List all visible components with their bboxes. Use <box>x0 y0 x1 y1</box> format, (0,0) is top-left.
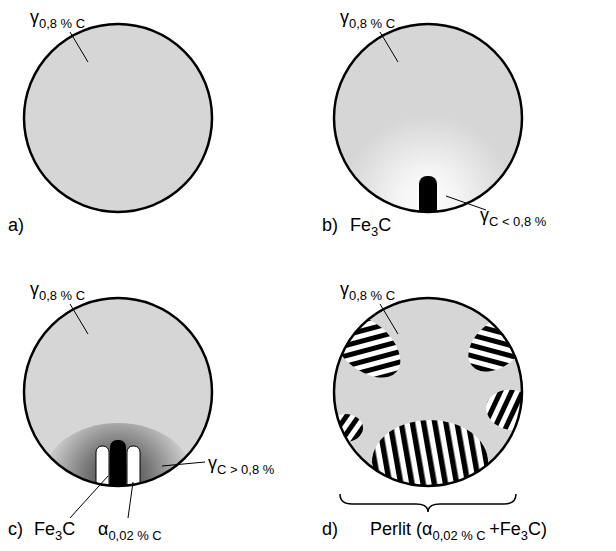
text-run: +F <box>489 519 511 539</box>
subscript: 0,02 % C <box>108 528 161 543</box>
text-run: C) <box>528 519 547 539</box>
subfigure-letter: a) <box>8 214 24 236</box>
text-run: α <box>98 519 108 539</box>
leader-line <box>128 482 133 518</box>
phase-label: α0,02 % C <box>98 518 162 542</box>
austenite-grain <box>334 24 522 226</box>
text-run: γ <box>340 279 349 299</box>
phase-label: γ0,8 % C <box>340 278 395 302</box>
text-run: F <box>34 519 45 539</box>
grain-boundary <box>24 298 212 486</box>
text-run: F <box>350 215 361 235</box>
text-run: γ <box>30 7 39 27</box>
subscript: 0,8 % C <box>39 16 85 31</box>
text-run: d) <box>322 519 338 539</box>
austenite-grain <box>24 24 212 212</box>
subscript: C > 0,8 % <box>217 462 274 477</box>
phase-label: γ0,8 % C <box>340 6 395 30</box>
subscript: 3 <box>371 224 378 239</box>
grain-boundary <box>334 24 522 212</box>
curly-bracket <box>340 494 516 512</box>
text-run: γ <box>340 7 349 27</box>
subscript: 0,02 % C <box>432 528 489 543</box>
text-run: b) <box>322 215 338 235</box>
phase-label: γC < 0,8 % <box>480 204 546 228</box>
pearlite-grain <box>320 298 541 504</box>
text-run: e <box>511 519 521 539</box>
leader-line <box>162 462 205 466</box>
grain-boundary <box>334 298 522 486</box>
subscript: 0,8 % C <box>349 288 395 303</box>
subscript: C < 0,8 % <box>489 214 546 229</box>
subfigure-letter: d) <box>322 518 338 540</box>
leader-line <box>70 32 88 62</box>
subscript: 3 <box>55 528 62 543</box>
phase-label: γ0,8 % C <box>30 6 85 30</box>
text-run: C <box>62 519 75 539</box>
text-run: γ <box>480 205 489 225</box>
phase-label: Fe3C <box>34 518 75 542</box>
text-run: α <box>422 519 432 539</box>
text-run: C <box>378 215 391 235</box>
structure-label: Perlit (α0,02 % C +Fe3C) <box>370 518 547 542</box>
subfigure-letter: b) <box>322 214 338 236</box>
text-run: e <box>361 215 371 235</box>
subscript: 3 <box>521 528 528 543</box>
text-run: γ <box>30 279 39 299</box>
text-run: a) <box>8 215 24 235</box>
leader-line <box>70 304 88 334</box>
phase-label: γ0,8 % C <box>30 278 85 302</box>
leader-line <box>70 476 108 518</box>
text-run: γ <box>208 453 217 473</box>
leader-line <box>380 32 398 62</box>
text-run: Perlit ( <box>370 519 422 539</box>
austenite-grain <box>24 298 212 533</box>
subfigure-letter: c) <box>8 518 23 540</box>
phase-label: Fe3C <box>350 214 391 238</box>
phase-label: γC > 0,8 % <box>208 452 274 476</box>
leader-line <box>380 304 398 334</box>
text-run: e <box>45 519 55 539</box>
subscript: 0,8 % C <box>39 288 85 303</box>
subscript: 0,8 % C <box>349 16 395 31</box>
text-run: c) <box>8 519 23 539</box>
